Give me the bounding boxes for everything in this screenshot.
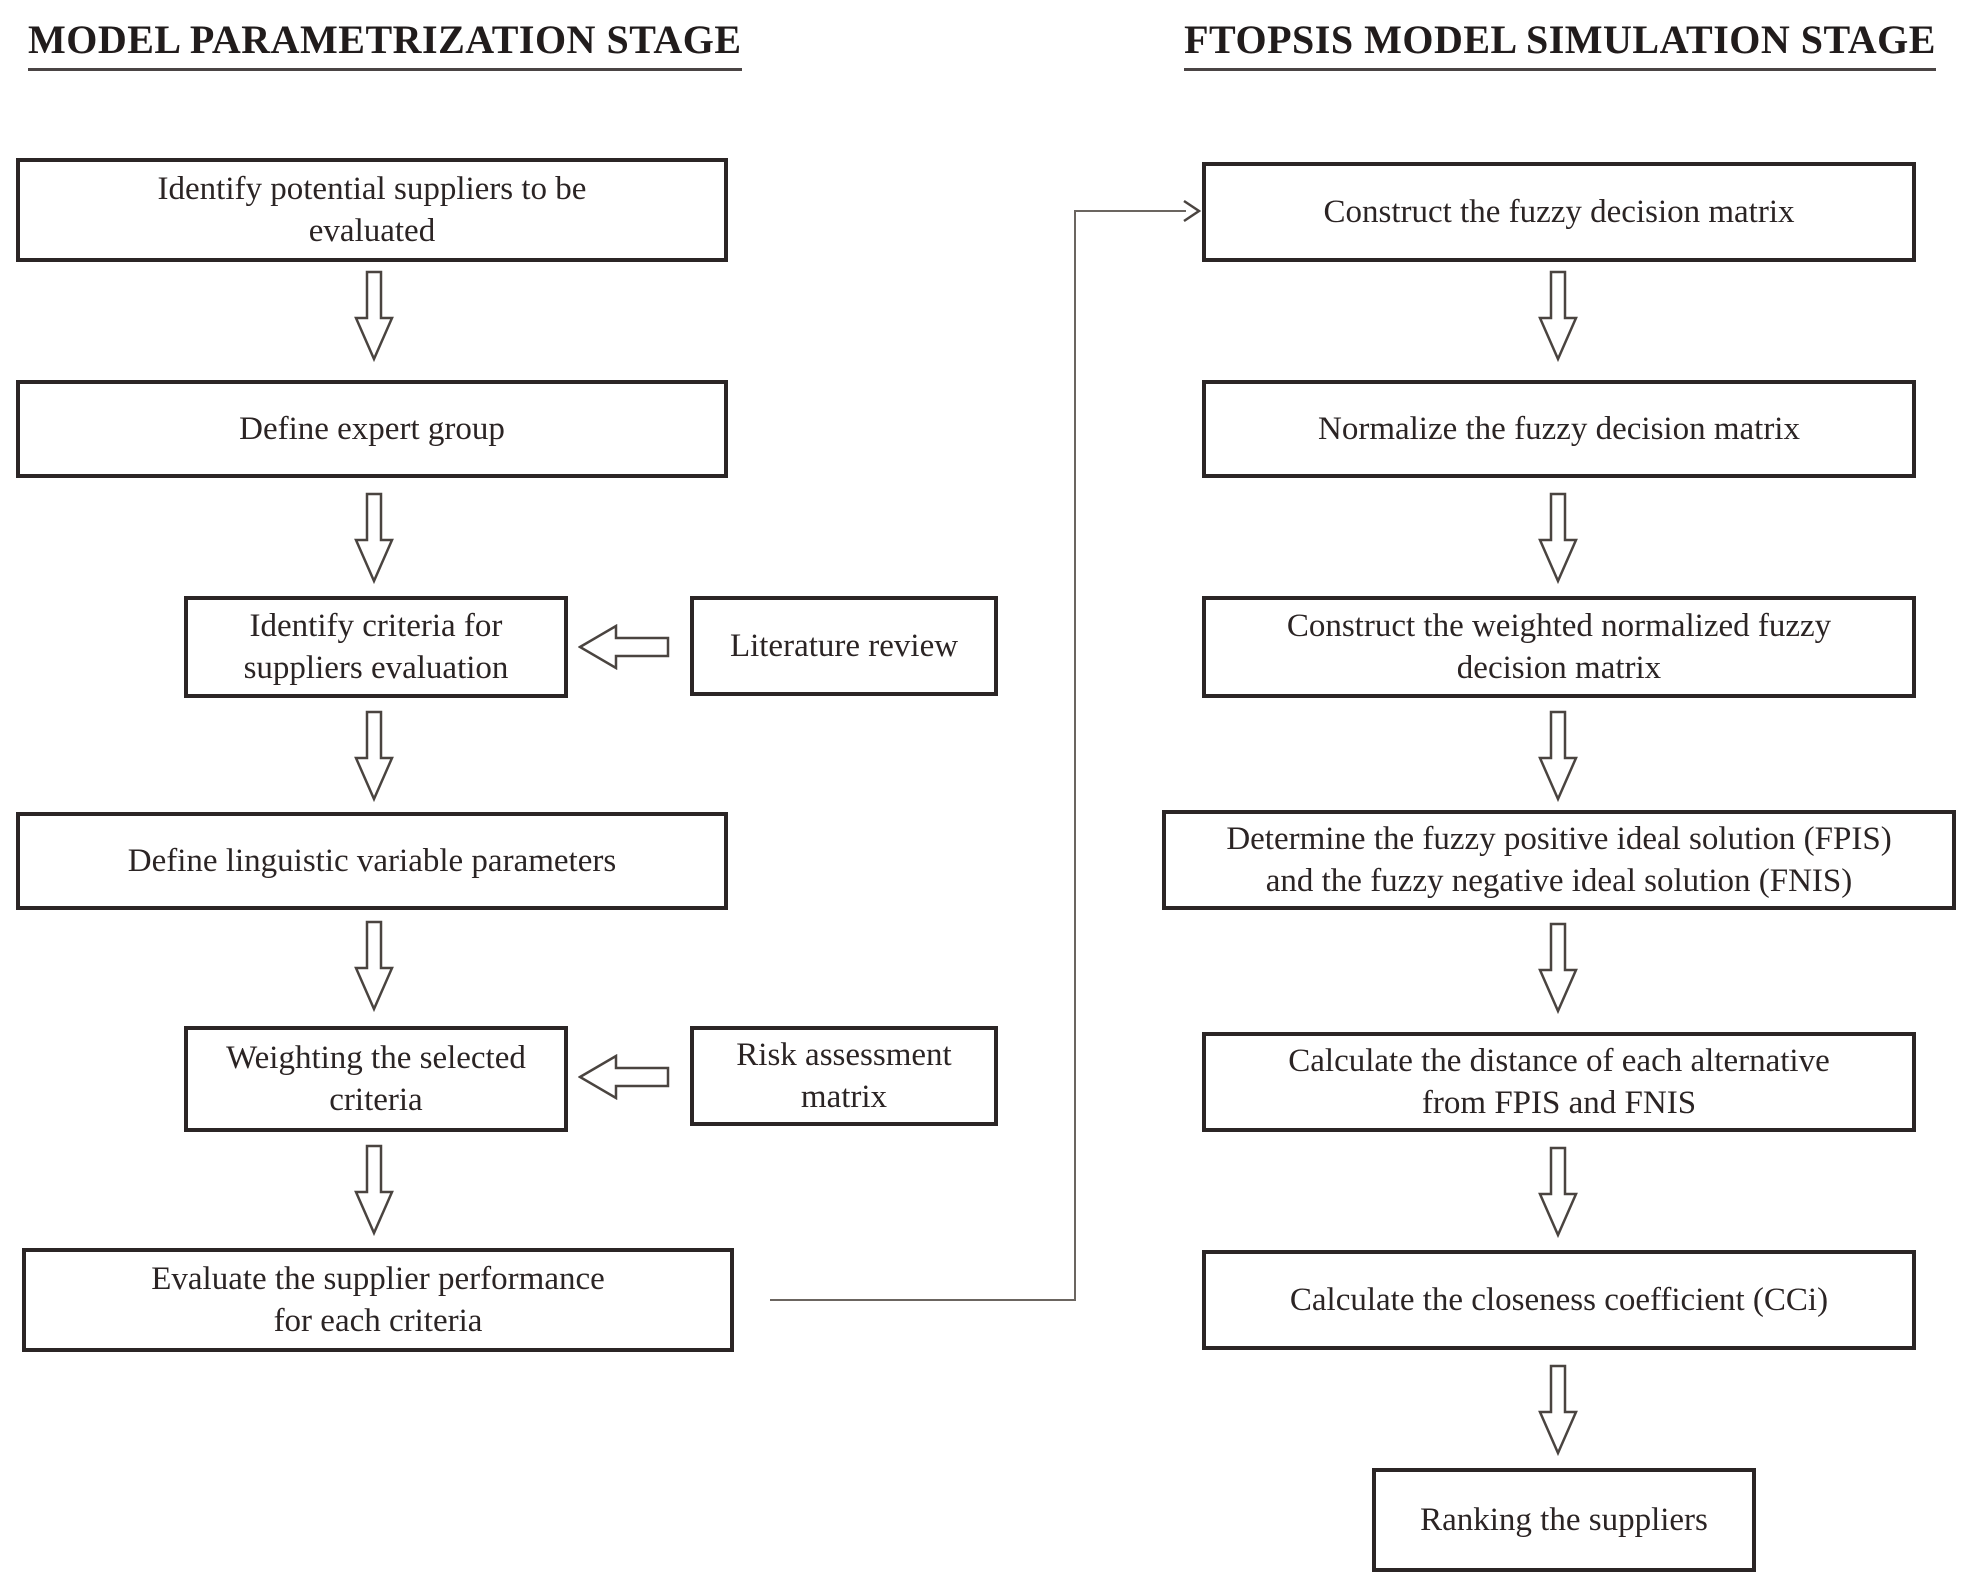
down-block-arrow-icon — [354, 1144, 394, 1236]
node-determine-fpis-fnis-label: Determine the fuzzy positive ideal solut… — [1226, 820, 1892, 899]
node-calculate-distance: Calculate the distance of each alternati… — [1202, 1032, 1916, 1132]
connector-line-horizontal-bottom — [770, 1299, 1076, 1301]
left-stage-title: MODEL PARAMETRIZATION STAGE — [28, 16, 742, 71]
node-normalize-fuzzy-matrix: Normalize the fuzzy decision matrix — [1202, 380, 1916, 478]
left-stage-title-text: MODEL PARAMETRIZATION STAGE — [28, 16, 742, 71]
down-block-arrow-icon — [354, 270, 394, 362]
down-block-arrow-icon — [354, 710, 394, 802]
node-weighting-criteria: Weighting the selected criteria — [184, 1026, 568, 1132]
node-define-linguistic-parameters-label: Define linguistic variable parameters — [127, 842, 617, 879]
node-determine-fpis-fnis: Determine the fuzzy positive ideal solut… — [1162, 810, 1956, 910]
node-evaluate-supplier-performance-label: Evaluate the supplier performance for ea… — [151, 1260, 605, 1339]
node-identify-suppliers: Identify potential suppliers to be evalu… — [16, 158, 728, 262]
node-weighted-normalized-matrix-label: Construct the weighted normalized fuzzy … — [1286, 607, 1832, 686]
node-closeness-coefficient-label: Calculate the closeness coefficient (CCi… — [1289, 1281, 1829, 1318]
down-block-arrow-icon — [1538, 922, 1578, 1014]
left-block-arrow-icon — [578, 1054, 670, 1100]
node-closeness-coefficient: Calculate the closeness coefficient (CCi… — [1202, 1250, 1916, 1350]
node-calculate-distance-label: Calculate the distance of each alternati… — [1288, 1042, 1830, 1121]
node-identify-suppliers-label: Identify potential suppliers to be evalu… — [157, 170, 587, 249]
node-risk-assessment-matrix-label: Risk assessment matrix — [736, 1036, 952, 1115]
node-ranking-suppliers: Ranking the suppliers — [1372, 1468, 1756, 1572]
node-normalize-fuzzy-matrix-label: Normalize the fuzzy decision matrix — [1318, 410, 1800, 447]
left-block-arrow-icon — [578, 624, 670, 670]
right-stage-title: FTOPSIS MODEL SIMULATION STAGE — [1160, 16, 1960, 71]
node-ranking-suppliers-label: Ranking the suppliers — [1420, 1501, 1708, 1538]
down-block-arrow-icon — [1538, 710, 1578, 802]
node-define-expert-group: Define expert group — [16, 380, 728, 478]
node-identify-criteria: Identify criteria for suppliers evaluati… — [184, 596, 568, 698]
node-literature-review-label: Literature review — [729, 627, 959, 664]
connector-line-vertical — [1074, 210, 1076, 1301]
down-block-arrow-icon — [1538, 492, 1578, 584]
node-define-linguistic-parameters: Define linguistic variable parameters — [16, 812, 728, 910]
down-block-arrow-icon — [354, 492, 394, 584]
connector-line-horizontal-top — [1074, 210, 1186, 212]
node-construct-fuzzy-matrix: Construct the fuzzy decision matrix — [1202, 162, 1916, 262]
connector-arrowhead-icon — [1183, 199, 1202, 223]
node-risk-assessment-matrix: Risk assessment matrix — [690, 1026, 998, 1126]
node-define-expert-group-label: Define expert group — [239, 410, 505, 447]
down-block-arrow-icon — [1538, 1146, 1578, 1238]
node-identify-criteria-label: Identify criteria for suppliers evaluati… — [243, 607, 509, 686]
node-construct-fuzzy-matrix-label: Construct the fuzzy decision matrix — [1323, 193, 1795, 230]
node-weighted-normalized-matrix: Construct the weighted normalized fuzzy … — [1202, 596, 1916, 698]
node-evaluate-supplier-performance: Evaluate the supplier performance for ea… — [22, 1248, 734, 1352]
node-literature-review: Literature review — [690, 596, 998, 696]
down-block-arrow-icon — [1538, 1364, 1578, 1456]
down-block-arrow-icon — [1538, 270, 1578, 362]
node-weighting-criteria-label: Weighting the selected criteria — [226, 1039, 526, 1118]
down-block-arrow-icon — [354, 920, 394, 1012]
right-stage-title-text: FTOPSIS MODEL SIMULATION STAGE — [1184, 16, 1936, 71]
